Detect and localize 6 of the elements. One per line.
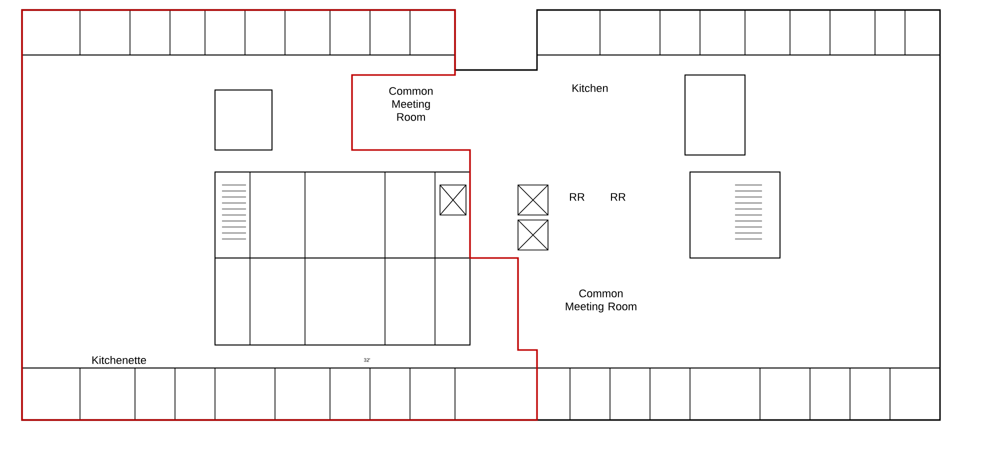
room-label: Common Meeting Room [566, 290, 636, 312]
room-label: RR [610, 193, 626, 201]
room-label: Kitchenette [92, 356, 146, 364]
room-label: RR [570, 193, 584, 201]
room-label: Kitchen [572, 84, 608, 92]
room-label: Common Meeting Room [389, 87, 433, 121]
